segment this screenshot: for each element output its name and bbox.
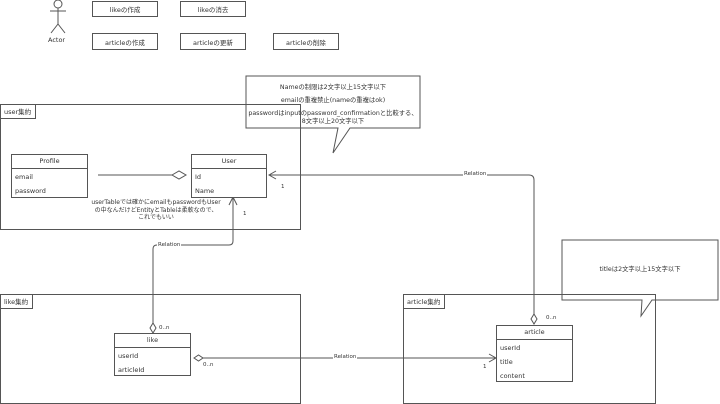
article-rules-note-shape [561, 239, 719, 318]
package-user-label: user集約 [1, 105, 37, 119]
actor-figure [50, 0, 66, 34]
article-user-relation-line [269, 174, 535, 314]
multiplicity-like-user-to: 1 [243, 211, 247, 217]
class-article-name: article [497, 326, 572, 340]
class-user-name: User [192, 155, 266, 169]
relation-label-article-user: Relation [463, 171, 488, 177]
actor-label: Actor [48, 36, 66, 44]
class-profile-name: Profile [12, 155, 87, 169]
like-user-relation-line [152, 197, 234, 323]
note-line: 8文字以上20文字以下 [301, 118, 365, 125]
class-attribute: userId [118, 352, 139, 360]
comment-line: これでもいい [138, 214, 174, 221]
class-attribute: userId [500, 344, 521, 352]
class-attribute: content [500, 372, 525, 380]
relation-label-like-user: Relation [157, 242, 182, 248]
user-table-comment: userTableでは確かにemailもpasswordもUser の中なんだけ… [72, 199, 240, 222]
relation-label-like-article: Relation [333, 354, 358, 360]
note-line: passwordはinputのpassword_confirmationと比較す… [248, 110, 418, 117]
comment-line: userTableでは確かにemailもpasswordもUser [91, 199, 221, 206]
class-attribute: title [500, 358, 513, 366]
multiplicity-article-user-from: 0..n [546, 315, 557, 321]
arrow-head-icon [267, 170, 277, 180]
note-line: Nameの制限は2文字以上15文字以下 [279, 84, 387, 91]
multiplicity-like-article-from: 0..n [203, 362, 214, 368]
package-article-label: article集約 [404, 295, 446, 309]
aggregation-diamond-icon [530, 313, 538, 325]
usecase-article-update[interactable]: articleの更新 [180, 33, 246, 50]
class-attribute: Name [195, 187, 215, 195]
user-rules-note-shape [245, 75, 421, 154]
multiplicity-article-user-to: 1 [281, 184, 285, 190]
class-like-name: like [115, 334, 190, 348]
class-profile[interactable]: Profile email password [11, 154, 88, 198]
class-attribute: articleId [118, 366, 145, 374]
user-rules-note: Nameの制限は2文字以上15文字以下 emailの重複禁止(nameの重複はo… [246, 84, 420, 126]
multiplicity-like-user-from: 0..n [159, 325, 170, 331]
note-line: titleは2文字以上15文字以下 [599, 266, 681, 273]
class-attribute: password [15, 187, 46, 195]
usecase-article-create[interactable]: articleの作成 [92, 33, 158, 50]
class-attribute: Id [195, 173, 202, 181]
usecase-like-delete[interactable]: likeの消去 [180, 1, 246, 17]
package-like-label: like集約 [1, 295, 34, 309]
class-attribute: email [15, 173, 33, 181]
usecase-article-delete[interactable]: articleの削除 [273, 33, 339, 50]
note-line: emailの重複禁止(nameの重複はok) [280, 97, 386, 104]
package-user[interactable]: user集約 [0, 104, 301, 230]
aggregation-diamond-icon [193, 354, 204, 362]
comment-line: の中なんだけどEntityとTableは柔軟なので、 [94, 206, 218, 214]
article-rules-note: titleは2文字以上15文字以下 [562, 266, 718, 274]
multiplicity-like-article-to: 1 [483, 364, 487, 370]
class-like[interactable]: like userId articleId [114, 333, 191, 376]
class-user[interactable]: User Id Name [191, 154, 267, 198]
usecase-like-create[interactable]: likeの作成 [92, 1, 158, 17]
class-article[interactable]: article userId title content [496, 325, 573, 382]
aggregation-diamond-icon [170, 170, 188, 180]
